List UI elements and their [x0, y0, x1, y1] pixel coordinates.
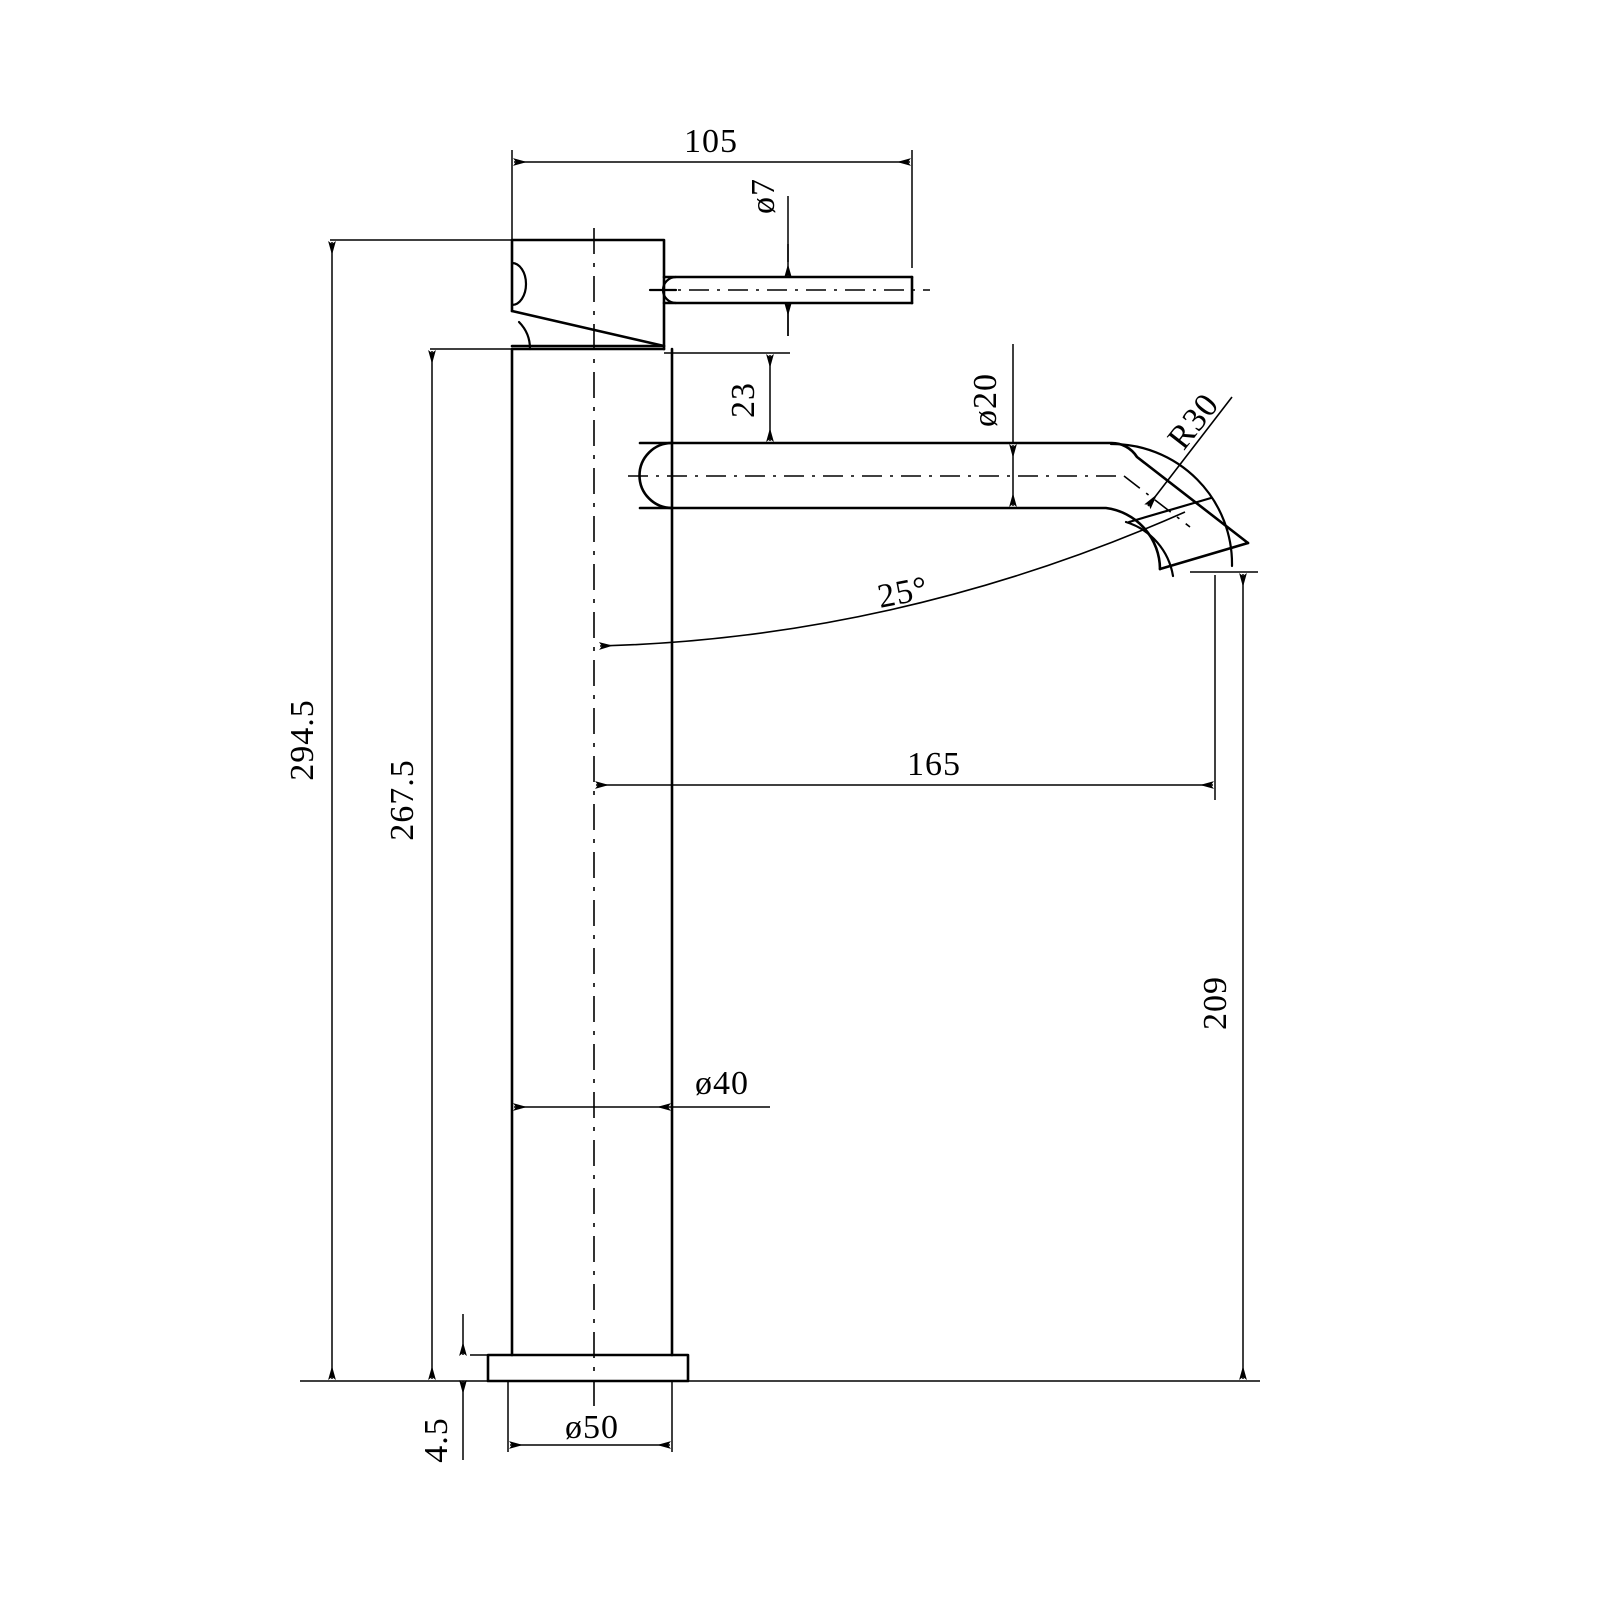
dim-4-5: 4.5: [418, 1314, 512, 1463]
dim-23-label: 23: [725, 382, 762, 418]
dim-4-5-label: 4.5: [418, 1417, 455, 1463]
dim-209: 209: [1190, 571, 1258, 1380]
dim-267-5-label: 267.5: [384, 759, 421, 841]
spout: [638, 441, 1250, 571]
dim-165: 165: [595, 349, 1216, 800]
base-flange: [486, 1353, 690, 1383]
dim-dia20: ø20: [967, 344, 1017, 507]
dim-dia20-label: ø20: [967, 373, 1004, 427]
dim-dia40-label: ø40: [695, 1065, 749, 1102]
handle-housing: [510, 238, 666, 351]
dim-105: 105: [511, 123, 913, 268]
dim-25deg-label: 25°: [875, 570, 932, 616]
dim-dia40: ø40: [513, 1065, 770, 1111]
dim-dia7-label: ø7: [745, 178, 782, 214]
dim-23: 23: [640, 352, 790, 444]
body-column: [510, 347, 674, 1357]
dim-267-5: 267.5: [384, 348, 512, 1380]
dim-209-label: 209: [1197, 976, 1234, 1030]
dim-r30-label: R30: [1161, 387, 1227, 457]
dim-dia7: ø7: [745, 178, 792, 336]
faucet-geometry: [300, 228, 1260, 1412]
dim-294-5: 294.5: [284, 239, 512, 1380]
dim-294-5-label: 294.5: [284, 699, 321, 781]
dim-r30: R30: [1109, 387, 1234, 578]
dim-165-label: 165: [907, 746, 961, 783]
dim-dia50: ø50: [507, 1381, 673, 1452]
centrelines: [300, 228, 1260, 1412]
dim-25deg: 25°: [598, 511, 1186, 650]
dim-105-label: 105: [684, 123, 738, 160]
dim-dia50-label: ø50: [565, 1409, 619, 1446]
